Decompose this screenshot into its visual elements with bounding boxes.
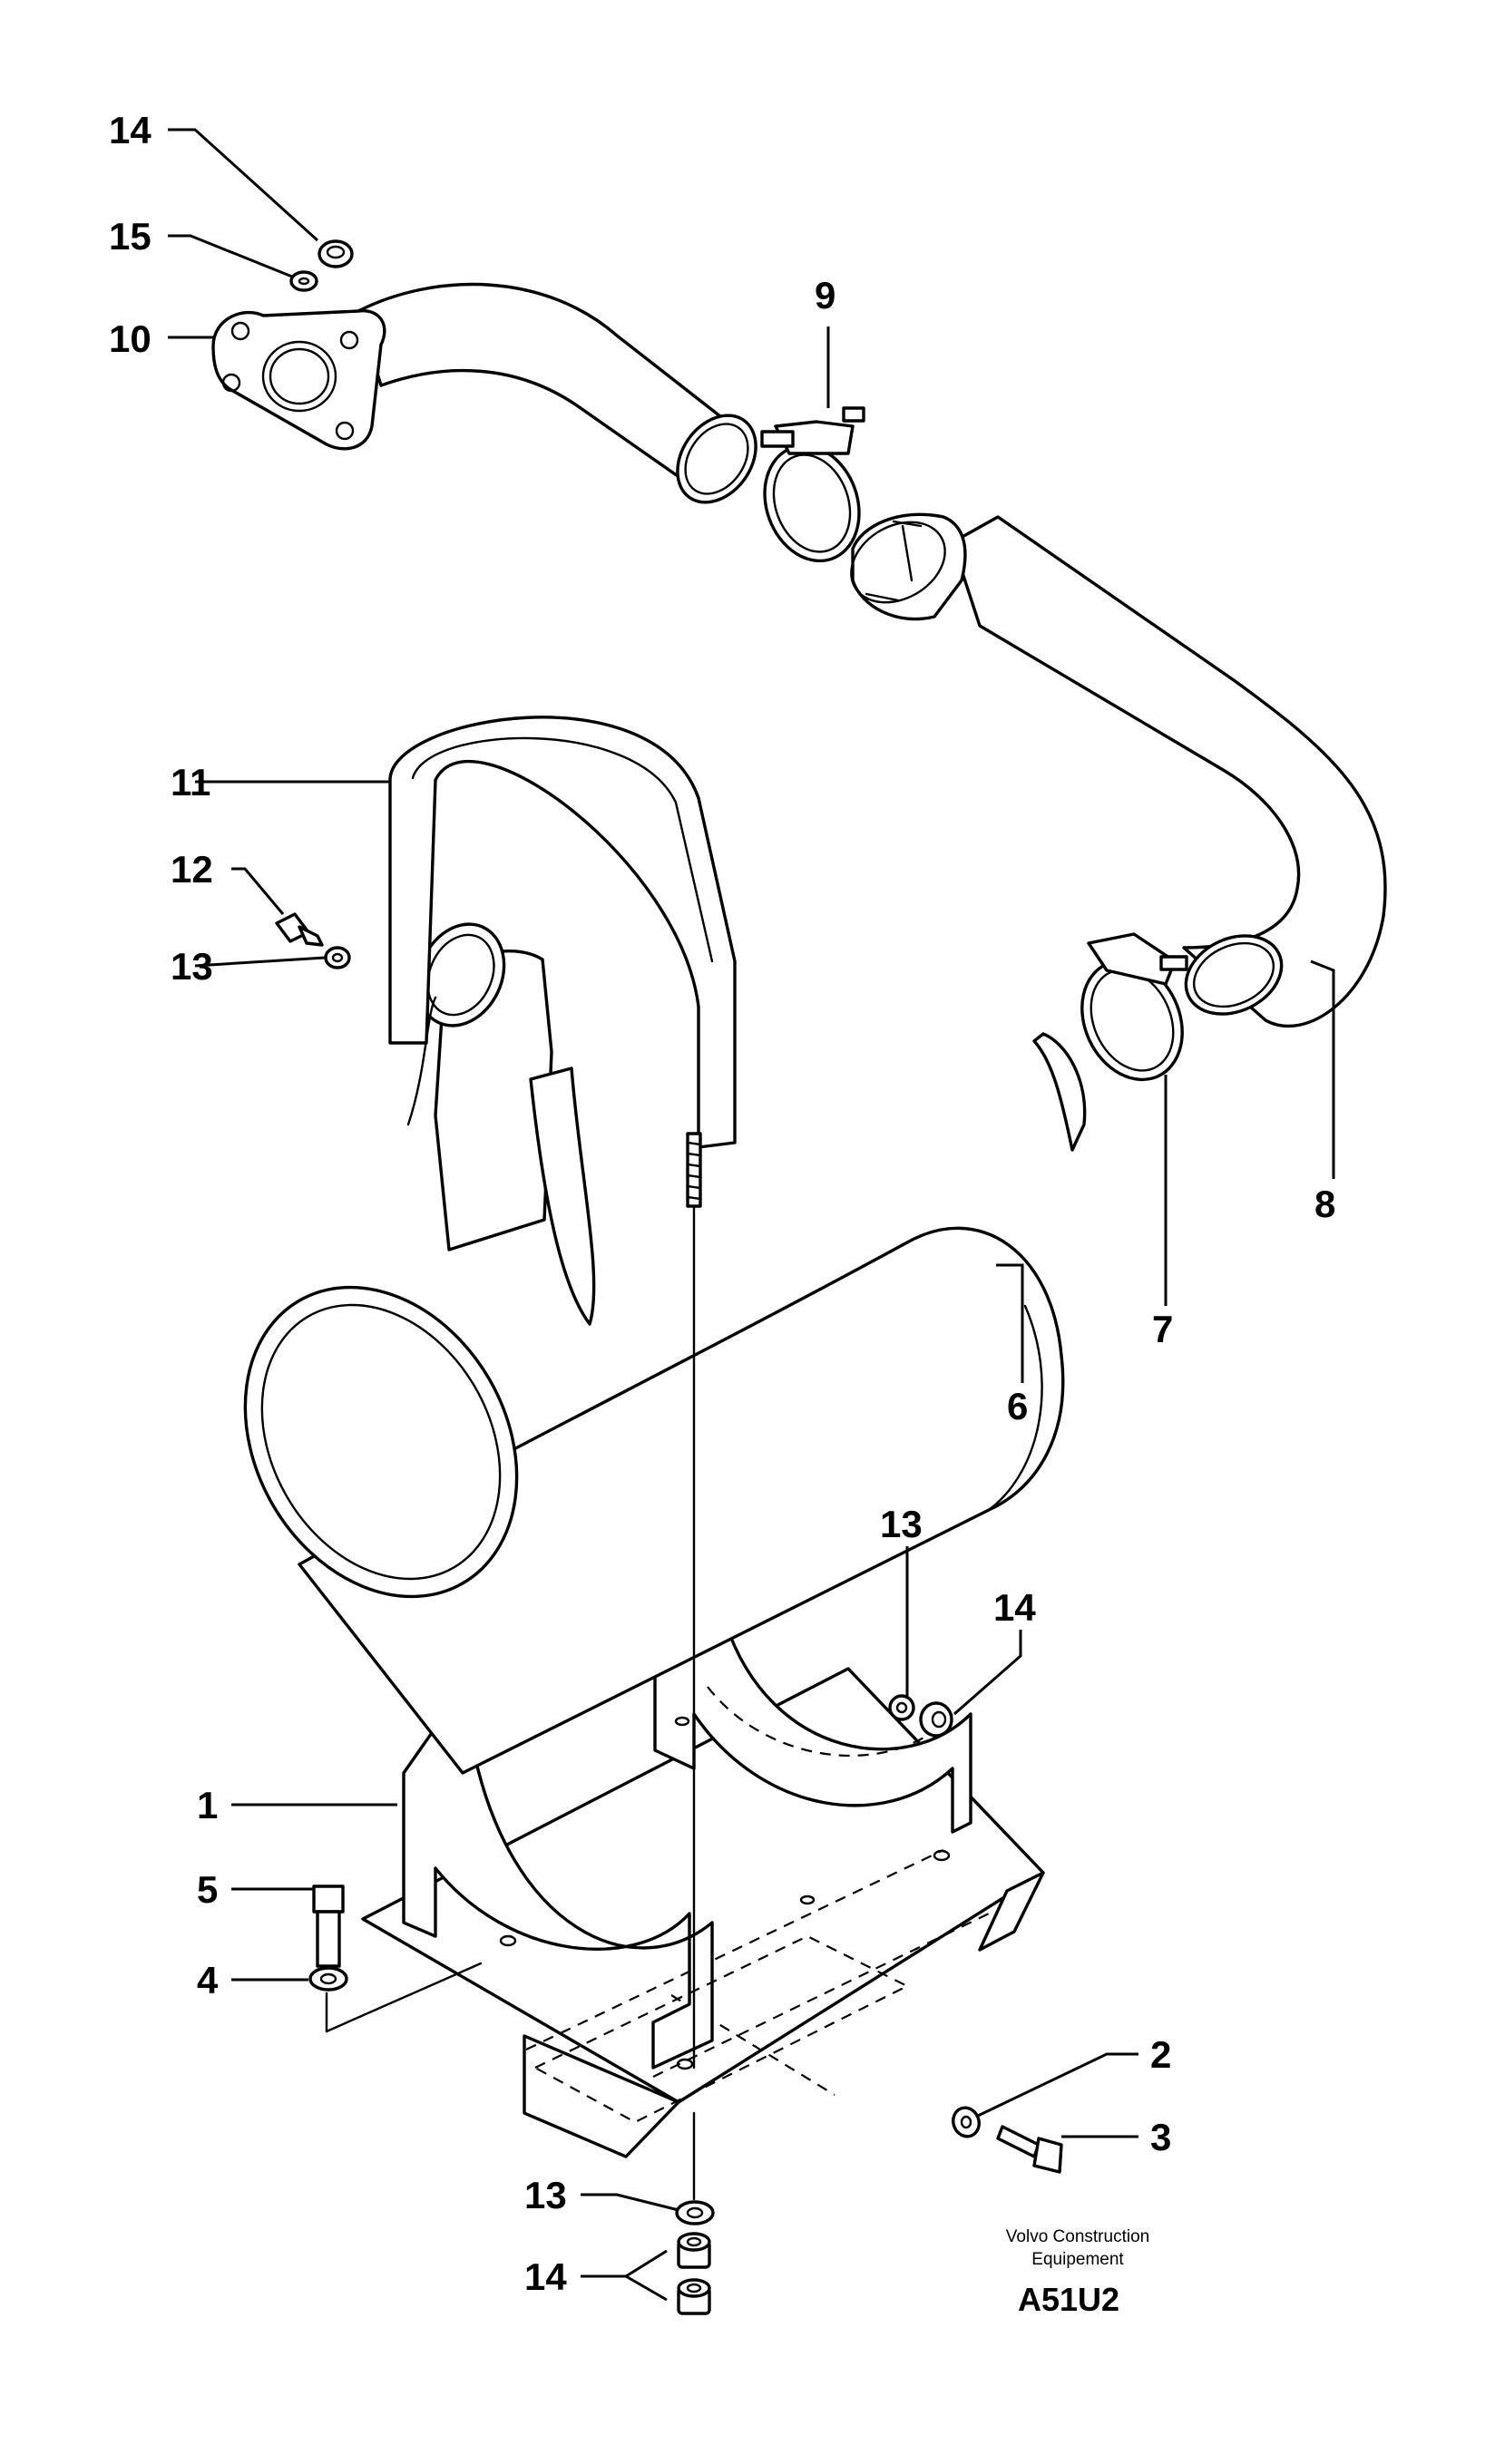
exhaust-pipe-upper: [211, 282, 757, 504]
leader-lines: [168, 128, 1335, 2302]
washer-top: [289, 270, 318, 292]
callout-15: 15: [109, 215, 151, 258]
silencer: [243, 922, 1087, 1775]
callout-12: 12: [171, 848, 213, 891]
callout-14-right: 14: [993, 1586, 1036, 1629]
clamp-lower: [1080, 932, 1188, 1082]
washer-strap: [324, 946, 351, 969]
mounting-bracket: [361, 1603, 1045, 2158]
callout-14-top: 14: [109, 109, 151, 151]
callout-14-bottom: 14: [524, 2255, 567, 2298]
callout-1: 1: [197, 1784, 218, 1826]
strap: [388, 716, 737, 2070]
callouts: 14 15 10 9 11 12 13 8 7 6 13 14 1 5 4 2 …: [109, 109, 1335, 2298]
nut-bottom-upper: [677, 2232, 711, 2269]
callout-11: 11: [171, 761, 210, 803]
nut-top: [318, 239, 354, 268]
brand-line-2: Equipement: [1031, 2250, 1124, 2269]
brand-line-1: Volvo Construction: [1006, 2227, 1149, 2246]
callout-10: 10: [109, 317, 151, 360]
nut-bottom-lower: [677, 2278, 711, 2315]
callout-7: 7: [1152, 1308, 1173, 1350]
washer-front: [952, 2106, 981, 2138]
washer-left: [308, 1966, 348, 1992]
callout-9: 9: [815, 274, 835, 317]
callout-6: 6: [1007, 1385, 1028, 1427]
clamp-upper: [760, 406, 865, 563]
callout-8: 8: [1314, 1183, 1335, 1225]
footer: Volvo Construction Equipement A51U2: [1006, 2227, 1149, 2318]
callout-13-right: 13: [880, 1503, 923, 1545]
callout-3: 3: [1150, 2116, 1171, 2158]
bolt-left: [312, 1885, 345, 1968]
callout-13-strap: 13: [171, 945, 213, 988]
callout-5: 5: [197, 1868, 218, 1911]
washer-right: [888, 1694, 915, 1721]
nut-right: [919, 1701, 953, 1738]
callout-13-bottom: 13: [524, 2174, 567, 2216]
bolt-front: [996, 2125, 1063, 2174]
drawing-code: A51U2: [1018, 2281, 1119, 2318]
callout-4: 4: [197, 1959, 219, 2001]
washer-bottom: [675, 2200, 715, 2225]
callout-2: 2: [1150, 2033, 1171, 2076]
bolt-strap: [275, 912, 324, 947]
exhaust-pipe-lower: [850, 512, 1387, 1028]
